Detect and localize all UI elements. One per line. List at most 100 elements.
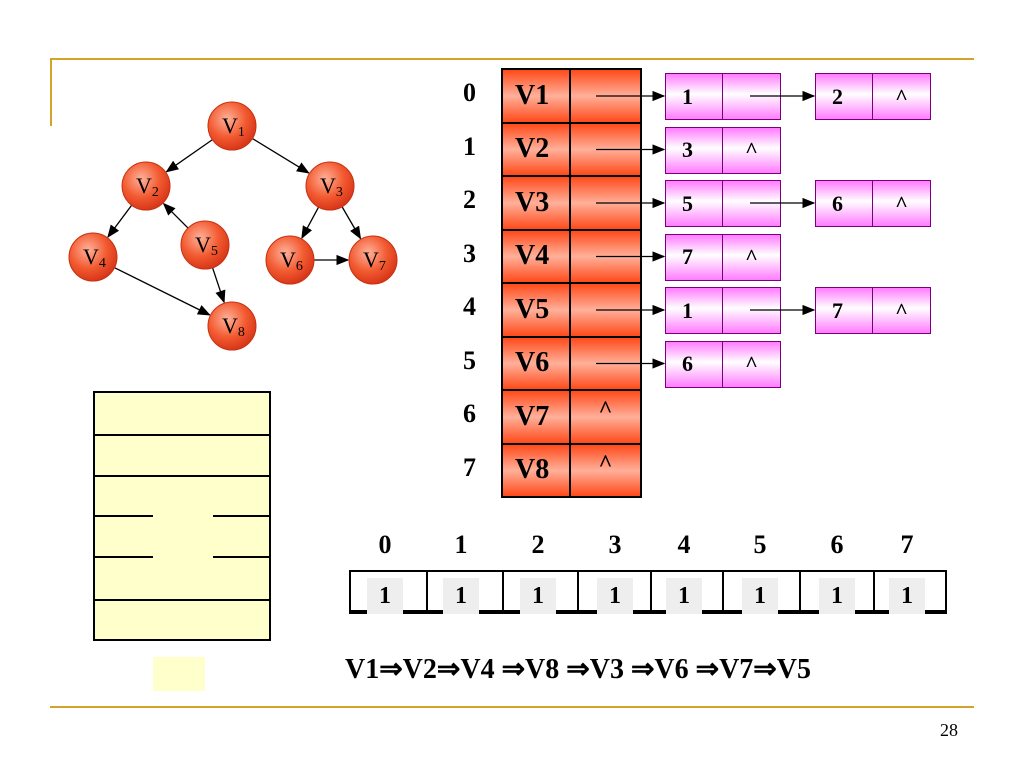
- stack-tab: [153, 657, 205, 691]
- vertex-row: V5: [503, 284, 640, 338]
- visited-index: 1: [454, 530, 468, 559]
- edge-node-value: 1: [666, 288, 723, 333]
- edge-node-next: ^: [745, 351, 758, 376]
- graph-node-label: V6: [280, 247, 303, 274]
- visited-divider: [722, 572, 724, 612]
- stack-slot-line: [95, 475, 269, 477]
- vertex-pointer: ^: [598, 450, 613, 477]
- visited-index: 7: [900, 530, 914, 559]
- edge-node: 7^: [665, 233, 781, 281]
- traversal-sequence: V1⇒V2⇒V4 ⇒V8 ⇒V3 ⇒V6 ⇒V7⇒V5: [345, 654, 811, 685]
- visited-frame: [349, 570, 947, 614]
- edge-node: 1: [665, 287, 781, 334]
- graph-node-label: V4: [83, 244, 106, 271]
- edge-v5-v8: [211, 267, 226, 304]
- edge-node-next: ^: [745, 137, 758, 162]
- visited-flag: 1: [742, 578, 778, 614]
- edge-node: 5: [665, 180, 781, 227]
- edge-node-next: ^: [895, 297, 908, 323]
- left-rule: [50, 58, 52, 126]
- vertex-row: V3: [503, 177, 640, 231]
- graph-node-label: V2: [136, 173, 159, 200]
- visited-index: 2: [531, 530, 545, 559]
- bottom-rule: [50, 706, 974, 708]
- graph-node-v4: V4: [68, 232, 118, 282]
- visited-divider: [873, 572, 875, 612]
- vertex-pointer: ^: [598, 397, 613, 423]
- edge-node-value: 2: [816, 74, 873, 119]
- graph-node-v1: V1: [207, 101, 257, 151]
- visited-divider: [650, 572, 652, 612]
- graph-node-v2: V2: [121, 161, 171, 211]
- edge-v2-v4: [107, 204, 133, 239]
- edge-v5-v2: [162, 202, 189, 229]
- edge-node: 2^: [815, 73, 931, 120]
- edge-node-value: 7: [816, 288, 873, 333]
- index-label: 4: [463, 292, 476, 321]
- stack-box: [93, 391, 271, 641]
- edge-node: 6^: [815, 180, 931, 227]
- edge-node-value: 1: [666, 74, 723, 119]
- visited-flag: 1: [597, 578, 633, 614]
- graph-node-label: V8: [222, 313, 245, 340]
- visited-divider: [426, 572, 428, 612]
- visited-index: 3: [608, 530, 622, 559]
- graph-node-v6: V6: [265, 235, 315, 285]
- vertex-name: V8: [503, 444, 571, 496]
- stack-slot-line: [95, 434, 269, 436]
- visited-divider: [577, 572, 579, 612]
- index-label: 0: [463, 78, 476, 107]
- visited-flag: 1: [443, 578, 479, 614]
- vertex-name: V6: [503, 337, 571, 389]
- graph-node-label: V3: [320, 173, 343, 200]
- vertex-name: V5: [503, 284, 571, 336]
- edge-node-next: [723, 288, 780, 333]
- index-label: 1: [463, 131, 476, 161]
- stack-slot-line: [95, 599, 269, 601]
- vertex-row: V2: [503, 123, 640, 177]
- edge-node-next: [723, 74, 780, 119]
- graph-node-v5: V5: [180, 220, 230, 270]
- vertex-pointer: [571, 231, 640, 283]
- edge-node: 3^: [665, 126, 781, 174]
- edge-node-value: 6: [666, 341, 723, 387]
- edge-node: 1: [665, 73, 781, 120]
- graph-node-label: V7: [363, 247, 386, 274]
- page-number: 28: [940, 720, 958, 740]
- edge-v1-v2: [165, 139, 213, 173]
- edge-node-next: ^: [895, 83, 908, 109]
- index-label: 5: [463, 345, 476, 375]
- visited-index: 6: [830, 530, 844, 559]
- graph-node-v3: V3: [305, 161, 355, 211]
- vertex-name: V3: [503, 177, 571, 229]
- visited-flag: 1: [889, 578, 925, 614]
- index-label: 6: [463, 399, 476, 428]
- index-label: 3: [463, 238, 476, 268]
- visited-flag: 1: [819, 578, 855, 614]
- index-label: 7: [463, 452, 476, 482]
- vertex-row: V1: [503, 70, 640, 124]
- edge-node-value: 7: [666, 234, 723, 280]
- edge-v1-v3: [252, 137, 310, 174]
- vertex-name: V7: [503, 391, 571, 443]
- visited-baseline: [351, 610, 945, 612]
- visited-flag: 1: [666, 578, 702, 614]
- graph-node-label: V1: [222, 113, 245, 140]
- vertex-row: V7 ^: [503, 391, 640, 445]
- top-rule: [50, 58, 974, 60]
- edge-node: 7^: [815, 287, 931, 334]
- edge-v4-v8: [114, 267, 211, 316]
- visited-index: 0: [378, 530, 392, 559]
- edge-node-value: 3: [666, 127, 723, 173]
- graph-node-label: V5: [195, 232, 218, 259]
- stack-slot-line: [213, 515, 271, 517]
- visited-flag: 1: [367, 578, 403, 614]
- edge-node-next: [723, 181, 780, 226]
- visited-divider: [502, 572, 504, 612]
- edge-v3-v6: [301, 206, 320, 240]
- vertex-row: V6: [503, 337, 640, 391]
- visited-index: 4: [677, 530, 691, 559]
- vertex-pointer: [571, 284, 640, 336]
